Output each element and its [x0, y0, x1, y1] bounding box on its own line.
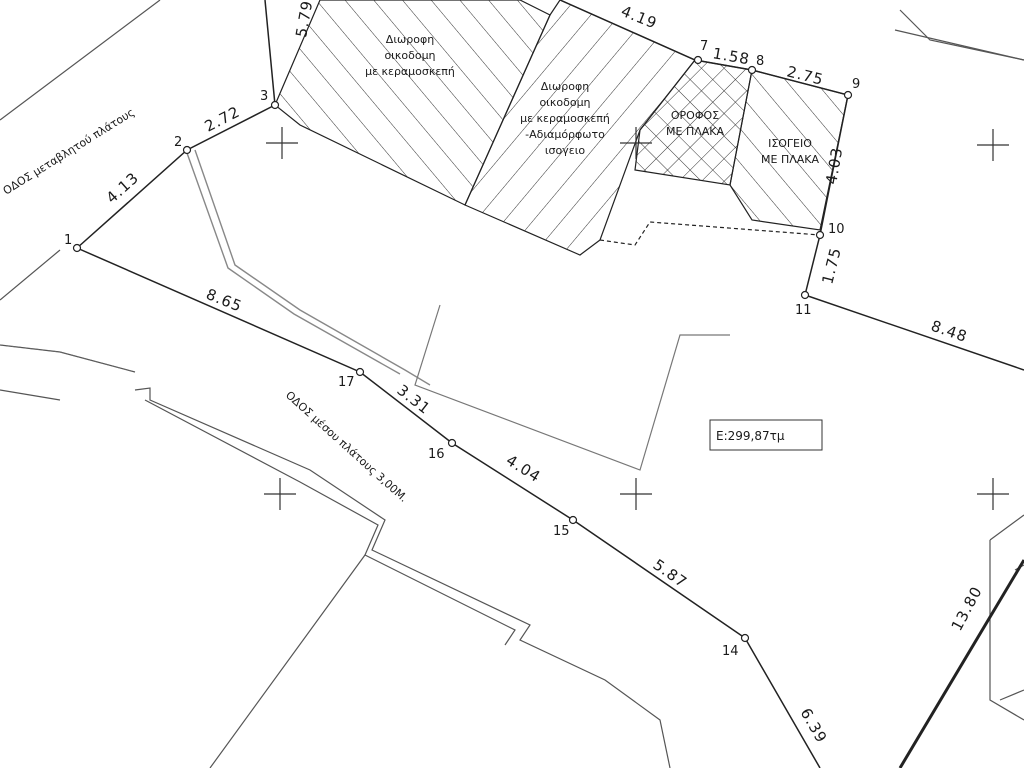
grid-crosshairs [264, 127, 1009, 510]
point-label-16: 16 [428, 447, 445, 462]
svg-text:ΜΕ ΠΛΑΚΑ: ΜΕ ΠΛΑΚΑ [666, 125, 724, 138]
inner-offset-line [186, 149, 431, 386]
svg-text:Διωροφη: Διωροφη [386, 33, 434, 46]
point-label-1: 1 [64, 233, 72, 248]
svg-text:με κεραμοσκεπή: με κεραμοσκεπή [520, 112, 610, 125]
svg-text:ΜΕ ΠΛΑΚΑ: ΜΕ ΠΛΑΚΑ [761, 153, 819, 166]
point-label-8: 8 [756, 54, 764, 69]
segment-14-south: 6.39 [797, 705, 831, 746]
building-1-label: Διωροφη οικοδομη με κεραμοσκεπή [365, 33, 455, 78]
point-markers [72, 55, 853, 643]
point-label-11: 11 [795, 303, 812, 318]
segment-2-3: 2.72 [202, 103, 244, 136]
svg-text:-Αδιαμόρφωτο: -Αδιαμόρφωτο [525, 128, 605, 141]
area-label: E:299,87τμ [716, 429, 785, 443]
building-4-label: ΙΣΟΓΕΙΟ ΜΕ ΠΛΑΚΑ [761, 137, 819, 166]
svg-text:ΟΡΟΦΟΣ: ΟΡΟΦΟΣ [671, 109, 719, 122]
segment-10-11: 1.75 [818, 245, 845, 286]
point-label-10: 10 [828, 222, 845, 237]
inner-plot-outline [414, 304, 730, 471]
point-labels: 1 2 3 7 8 9 10 11 14 15 16 17 [64, 39, 860, 659]
point-label-14: 14 [722, 644, 739, 659]
area-box [709, 419, 823, 451]
dashed-boundary [599, 221, 821, 246]
svg-text:Διωροφη: Διωροφη [541, 80, 589, 93]
segment-1-2: 4.13 [103, 169, 143, 207]
point-label-7: 7 [700, 39, 708, 54]
point-label-17: 17 [338, 375, 355, 390]
svg-text:οικοδομη: οικοδομη [384, 49, 435, 62]
point-label-3: 3 [260, 89, 268, 104]
building-2-label: Διωροφη οικοδομη με κεραμοσκεπή -Αδιαμόρ… [520, 80, 610, 157]
svg-text:με κεραμοσκεπή: με κεραμοσκεπή [365, 65, 455, 78]
road-label-lower: ΟΔΟΣ μέσου πλάτους 3,00Μ. [283, 389, 410, 505]
svg-text:οικοδομη: οικοδομη [539, 96, 590, 109]
segment-11-edge: 8.48 [929, 317, 970, 346]
dashed-road-edge [0, 344, 136, 373]
point-label-9: 9 [852, 77, 860, 92]
building-3-label: ΟΡΟΦΟΣ ΜΕ ΠΛΑΚΑ [666, 109, 724, 138]
segment-right: 13.80 [948, 583, 986, 634]
point-label-2: 2 [174, 135, 182, 150]
svg-text:ΙΣΟΓΕΙΟ: ΙΣΟΓΕΙΟ [768, 137, 812, 150]
point-label-15: 15 [553, 524, 570, 539]
svg-text:ισογειο: ισογειο [545, 144, 586, 157]
segment-1-17: 8.65 [204, 285, 245, 316]
segment-16-15: 4.04 [503, 451, 544, 486]
